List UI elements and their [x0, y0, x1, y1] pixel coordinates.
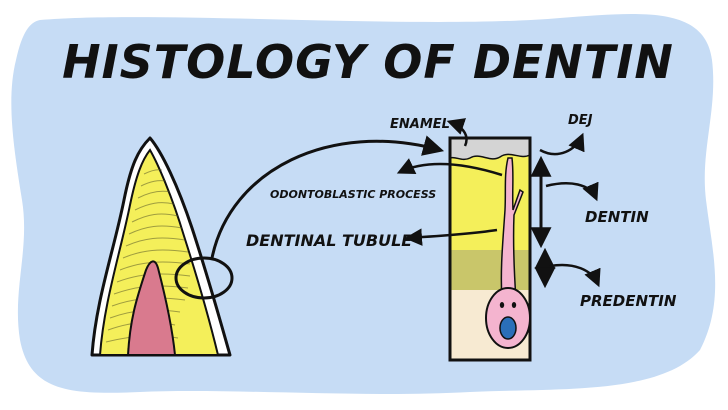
- dentin-block: [448, 136, 556, 362]
- block-predentin-zone: [450, 250, 530, 290]
- arrow-predentin: [549, 263, 601, 288]
- magnify-circle: [174, 256, 234, 300]
- arrow-enamel: [446, 118, 468, 147]
- odontoblastic-process-shape: [500, 157, 524, 301]
- tooth-pulp: [126, 260, 177, 356]
- block-outline: [448, 136, 532, 362]
- cell-eye-right: [511, 302, 517, 308]
- tooth-dentin: [98, 148, 220, 356]
- label-predentin: PREDENTIN: [580, 292, 677, 310]
- tooth-illustration: [90, 136, 234, 357]
- page-title: HISTOLOGY OF DENTIN: [62, 35, 674, 89]
- label-dentin: DENTIN: [585, 208, 649, 226]
- block-enamel-zone: [449, 137, 531, 161]
- label-dej: DEJ: [568, 113, 593, 128]
- nucleus: [499, 316, 517, 340]
- tooth-tubule-lines: [105, 169, 191, 343]
- arrow-odontoblastic-process: [396, 158, 503, 177]
- magnify-arrow: [210, 135, 445, 259]
- label-odontoblastic-process: ODONTOBLASTIC PROCESS: [270, 188, 436, 201]
- label-dentinal-tubule: DENTINAL TUBULE: [246, 231, 412, 250]
- arrow-dentinal-tubule: [404, 228, 498, 246]
- cell-eye-left: [499, 302, 505, 308]
- label-enamel: ENAMEL: [390, 117, 450, 132]
- arrow-dentin: [545, 181, 599, 202]
- arrow-dej: [539, 132, 585, 156]
